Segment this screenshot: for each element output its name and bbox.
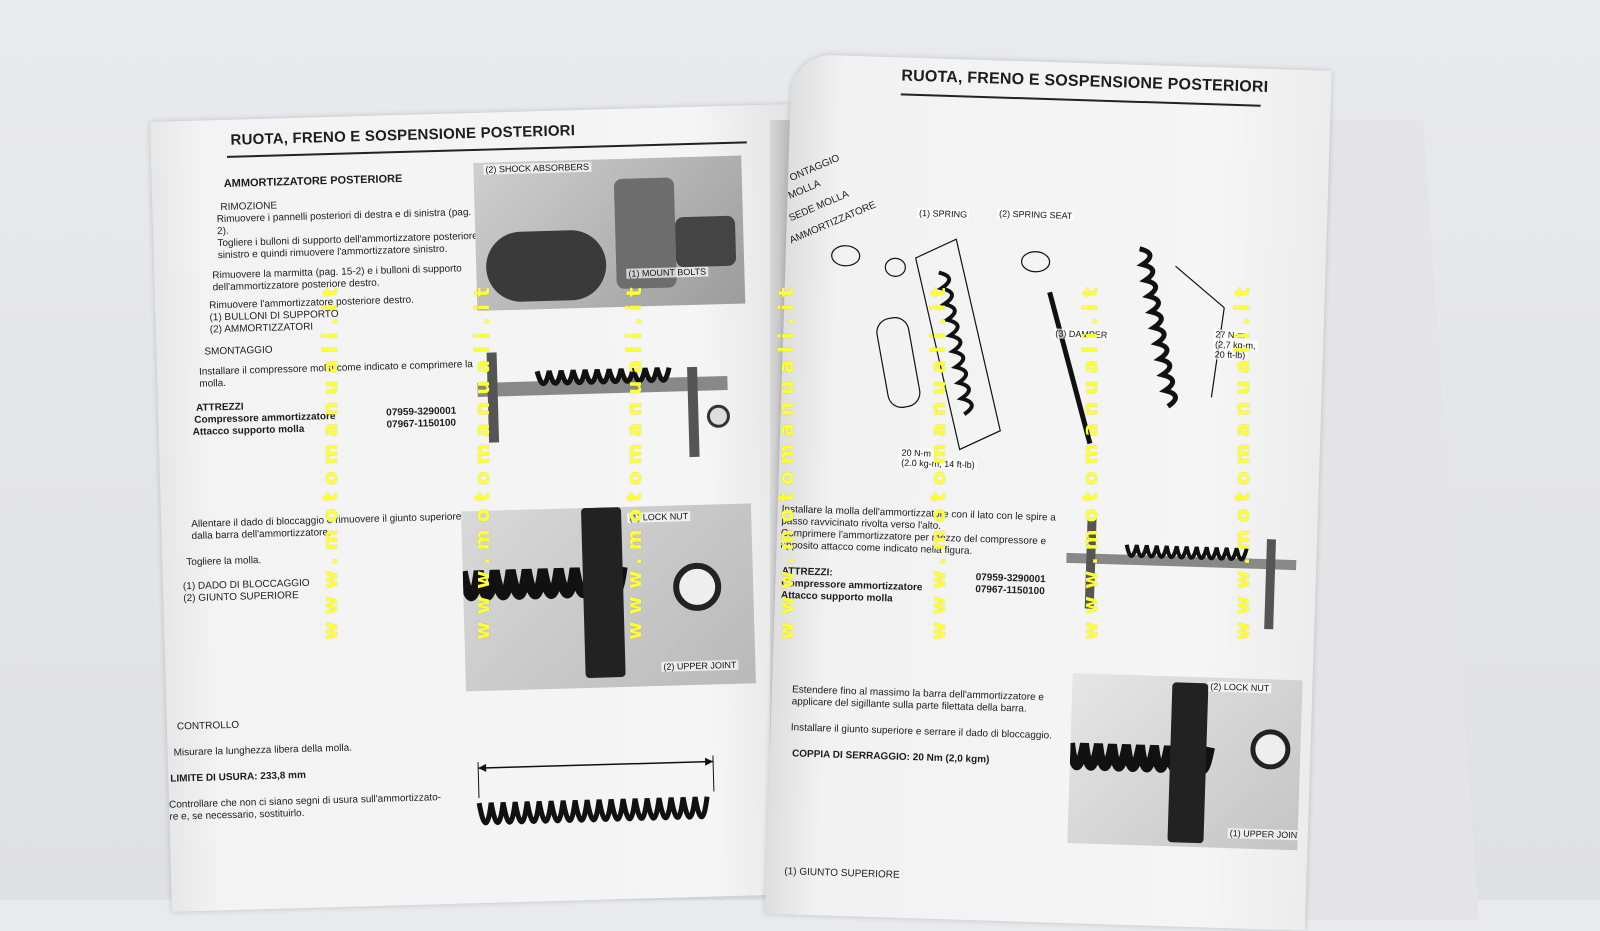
right-page: RUOTA, FRENO E SOSPENSIONE POSTERIORI ON… — [764, 54, 1332, 931]
disassembly-heading: SMONTAGGIO — [204, 344, 273, 358]
compressor-assembly-illustration — [1066, 518, 1297, 630]
tool-code: 07967-1150100 — [975, 584, 1045, 598]
watermark: www.motomanuali.it — [774, 280, 798, 640]
section-title: AMMORTIZZATORE POSTERIORE — [223, 172, 403, 190]
footer-legend: (1) GIUNTO SUPERIORE — [784, 866, 900, 881]
tool-name: Attacco supporto molla — [192, 423, 305, 438]
locknut-line: dalla barra dell'ammortizzatore. — [191, 527, 331, 542]
right-running-header: RUOTA, FRENO E SOSPENSIONE POSTERIORI — [901, 67, 1269, 96]
watermark: www.motomanuali.it — [318, 280, 342, 640]
caption-shock-absorbers: (2) SHOCK ABSORBERS — [483, 161, 592, 175]
header-rule — [900, 93, 1261, 107]
photo-shock-mount: (2) SHOCK ABSORBERS (1) MOUNT BOLTS — [473, 155, 746, 311]
inspection-heading: CONTROLLO — [176, 719, 240, 733]
inspection-line: re e, se necessario, sostituirlo. — [169, 807, 305, 823]
free-length-spring-illustration — [476, 755, 715, 826]
watermark: www.motomanuali.it — [470, 280, 494, 640]
exploded-shock-diagram — [831, 238, 1225, 451]
caption-mount-bolts: (1) MOUNT BOLTS — [626, 266, 709, 279]
final-line: Installare il giunto superiore e serrare… — [790, 722, 1053, 742]
watermark: www.motomanuali.it — [926, 280, 950, 640]
photo-lock-nut: (1) LOCK NUT (2) UPPER JOINT — [460, 503, 756, 692]
locknut-legend: (2) GIUNTO SUPERIORE — [183, 590, 299, 605]
wear-limit: LIMITE DI USURA: 233,8 mm — [170, 769, 307, 785]
caption-upper-joint: (1) UPPER JOINT — [1227, 828, 1303, 841]
watermark: www.motomanuali.it — [622, 280, 646, 640]
left-page: RUOTA, FRENO E SOSPENSIONE POSTERIORI AM… — [150, 104, 812, 912]
removal-legend: (2) AMMORTIZZATORI — [209, 321, 314, 336]
disassembly-line: molla. — [199, 377, 227, 390]
torque-spec: COPPIA DI SERRAGGIO: 20 Nm (2,0 kgm) — [791, 748, 990, 766]
label-spring: (1) SPRING — [916, 208, 970, 220]
inspection-measure: Misurare la lunghezza libera della molla… — [173, 742, 353, 759]
caption-lock-nut: (2) LOCK NUT — [1208, 681, 1272, 694]
removal-line: 2). — [216, 225, 229, 238]
tool-code: 07967-1150100 — [386, 417, 457, 431]
inspection-line: Controllare che non ci siano segni di us… — [168, 792, 442, 811]
photo-upper-joint: (2) LOCK NUT (1) UPPER JOINT — [1067, 673, 1303, 851]
caption-upper-joint: (2) UPPER JOINT — [661, 659, 739, 672]
left-running-header: RUOTA, FRENO E SOSPENSIONE POSTERIORI — [230, 122, 576, 149]
watermark: www.motomanuali.it — [1230, 280, 1254, 640]
compressor-illustration — [477, 352, 730, 458]
locknut-line: Togliere la molla. — [186, 555, 262, 569]
watermark: www.motomanuali.it — [1078, 280, 1102, 640]
